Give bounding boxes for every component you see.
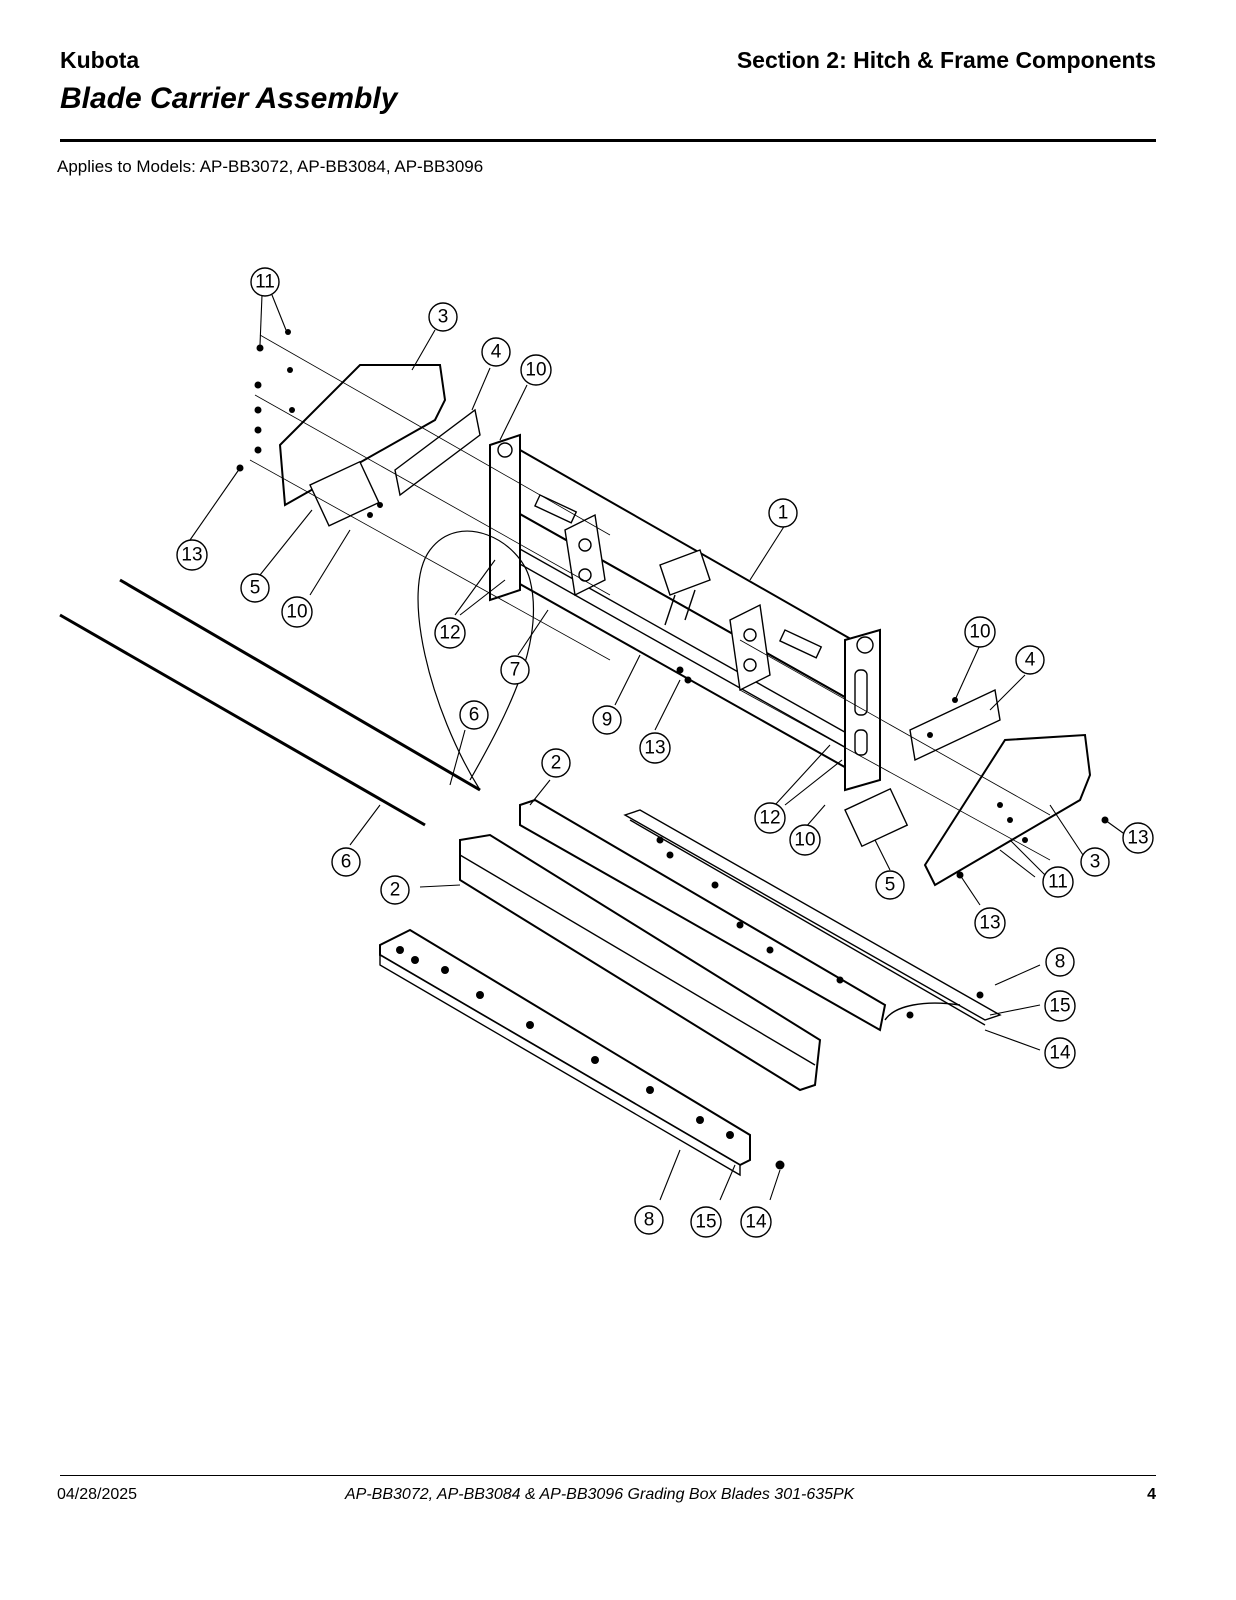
callout-13-lower-right: 13 bbox=[974, 907, 1006, 939]
svg-text:1: 1 bbox=[778, 503, 789, 524]
svg-text:11: 11 bbox=[255, 272, 275, 293]
callout-3-right: 3 bbox=[1080, 847, 1110, 877]
svg-text:4: 4 bbox=[1025, 650, 1036, 671]
callout-8-right: 8 bbox=[1045, 947, 1075, 977]
callout-5-right: 5 bbox=[875, 870, 905, 900]
applies-to-models: Applies to Models: AP-BB3072, AP-BB3084,… bbox=[57, 157, 484, 176]
svg-text:13: 13 bbox=[979, 913, 1000, 934]
callout-7: 7 bbox=[500, 655, 530, 685]
callout-2-lower: 2 bbox=[380, 875, 410, 905]
callout-13-left: 13 bbox=[176, 539, 208, 571]
guide-lines bbox=[249, 334, 1051, 861]
svg-text:13: 13 bbox=[181, 545, 202, 566]
svg-text:15: 15 bbox=[1049, 996, 1070, 1017]
svg-text:4: 4 bbox=[491, 342, 502, 363]
callout-6-lower: 6 bbox=[331, 847, 361, 877]
svg-text:12: 12 bbox=[759, 808, 780, 829]
callout-14-bottom: 14 bbox=[740, 1206, 772, 1238]
svg-text:5: 5 bbox=[885, 875, 896, 896]
svg-text:6: 6 bbox=[469, 705, 480, 726]
callout-4-right: 4 bbox=[1015, 645, 1045, 675]
section-heading: Section 2: Hitch & Frame Components bbox=[736, 47, 1156, 73]
right-side-plate-drawing bbox=[844, 688, 1092, 887]
main-frame-drawing bbox=[489, 433, 881, 792]
svg-text:12: 12 bbox=[439, 623, 460, 644]
callout-9: 9 bbox=[592, 705, 622, 735]
callout-3-left: 3 bbox=[428, 302, 458, 332]
callout-12-right: 12 bbox=[754, 802, 786, 834]
brand-name: Kubota bbox=[60, 47, 140, 73]
svg-text:7: 7 bbox=[510, 660, 521, 681]
callout-4-left: 4 bbox=[481, 337, 511, 367]
callout-leaders bbox=[189, 294, 1131, 1201]
callout-14-right: 14 bbox=[1044, 1037, 1076, 1069]
page-number: 4 bbox=[1147, 1486, 1156, 1503]
svg-text:11: 11 bbox=[1048, 872, 1068, 893]
svg-text:13: 13 bbox=[644, 738, 665, 759]
footer-document-title: AP-BB3072, AP-BB3084 & AP-BB3096 Grading… bbox=[345, 1486, 855, 1503]
svg-text:3: 3 bbox=[1090, 852, 1101, 873]
svg-text:8: 8 bbox=[644, 1210, 655, 1231]
svg-text:13: 13 bbox=[1127, 828, 1148, 849]
svg-text:14: 14 bbox=[745, 1212, 767, 1233]
callout-8-bottom: 8 bbox=[634, 1205, 664, 1235]
exploded-parts-diagram: 11 3 4 10 1 13 5 10 12 7 9 13 6 6 2 2 12… bbox=[59, 267, 1154, 1238]
moldboard-blade-drawing bbox=[379, 833, 822, 1177]
callout-1: 1 bbox=[768, 498, 798, 528]
rods-drawing bbox=[59, 530, 535, 827]
callout-13-right: 13 bbox=[1122, 822, 1154, 854]
callout-13-center: 13 bbox=[639, 732, 671, 764]
carrier-rail-drawing bbox=[519, 798, 1002, 1032]
svg-text:5: 5 bbox=[250, 578, 261, 599]
svg-text:10: 10 bbox=[969, 622, 990, 643]
svg-text:8: 8 bbox=[1055, 952, 1066, 973]
callout-11-right: 11 bbox=[1042, 866, 1074, 898]
svg-text:6: 6 bbox=[341, 852, 352, 873]
callout-10-left: 10 bbox=[281, 596, 313, 628]
callout-6-upper: 6 bbox=[459, 700, 489, 730]
header-divider bbox=[60, 139, 1156, 142]
callout-15-bottom: 15 bbox=[690, 1206, 722, 1238]
svg-text:15: 15 bbox=[695, 1212, 716, 1233]
svg-text:14: 14 bbox=[1049, 1043, 1071, 1064]
callout-5-left: 5 bbox=[240, 573, 270, 603]
callout-10-right: 10 bbox=[964, 616, 996, 648]
left-side-plate-drawing bbox=[278, 364, 481, 527]
footer-date: 04/28/2025 bbox=[57, 1486, 138, 1503]
callout-15-right: 15 bbox=[1044, 990, 1076, 1022]
callout-2-upper: 2 bbox=[541, 748, 571, 778]
svg-text:2: 2 bbox=[551, 753, 562, 774]
svg-text:3: 3 bbox=[438, 307, 449, 328]
page-title: Blade Carrier Assembly bbox=[60, 82, 398, 115]
svg-text:9: 9 bbox=[602, 710, 613, 731]
callout-11-top: 11 bbox=[250, 267, 280, 297]
callout-10-lower: 10 bbox=[789, 824, 821, 856]
svg-text:10: 10 bbox=[794, 830, 815, 851]
svg-text:10: 10 bbox=[286, 602, 307, 623]
footer-divider bbox=[60, 1475, 1156, 1476]
svg-text:2: 2 bbox=[390, 880, 401, 901]
callout-10-top: 10 bbox=[520, 354, 552, 386]
callout-12-left: 12 bbox=[434, 617, 466, 649]
svg-text:10: 10 bbox=[525, 360, 546, 381]
